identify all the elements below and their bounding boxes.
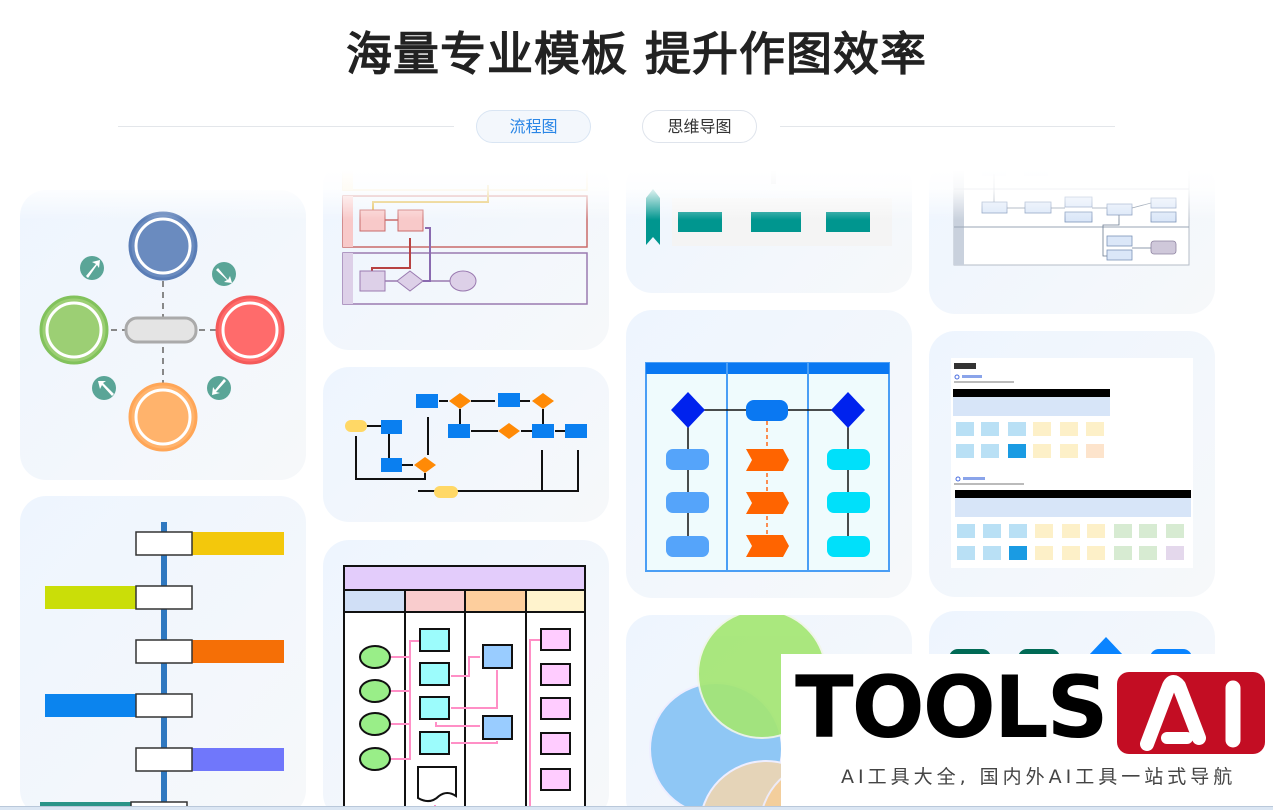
template-category-tabs: 流程图 思维导图: [0, 110, 1273, 144]
page-title: 海量专业模板 提升作图效率: [345, 27, 927, 81]
template-card-user-persona[interactable]: [929, 331, 1215, 597]
tab-flowchart[interactable]: 流程图: [476, 110, 591, 143]
cross-functional-thumbnail: [343, 565, 586, 810]
divider-left: [118, 126, 454, 127]
template-card-swimlane-colored[interactable]: [323, 170, 609, 350]
template-card-accounting-swimlane[interactable]: [929, 170, 1215, 314]
template-card-cycle-diagram[interactable]: [20, 190, 306, 480]
template-card-timeline[interactable]: [20, 496, 306, 810]
teal-steps-thumbnail: [646, 170, 892, 246]
process-flow-thumbnail: [345, 393, 587, 498]
user-persona-thumbnail: [951, 358, 1193, 568]
watermark-tagline: AI工具大全, 国内外AI工具一站式导航: [841, 766, 1237, 788]
divider-right: [780, 126, 1115, 127]
watermark-brand: TOOLS: [795, 658, 1109, 758]
ai-badge-icon: [1117, 672, 1265, 754]
accounting-swimlane-thumbnail: [953, 170, 1190, 266]
template-card-process-flow[interactable]: [323, 367, 609, 522]
horizontal-scrollbar[interactable]: [0, 806, 1273, 810]
tools-ai-watermark: TOOLS AI工具大全, 国内外AI工具一站式导航: [781, 654, 1273, 806]
timeline-thumbnail: [40, 522, 284, 810]
template-card-three-lane[interactable]: [626, 310, 912, 598]
tab-mindmap[interactable]: 思维导图: [642, 110, 757, 143]
template-card-teal-steps[interactable]: [626, 170, 912, 293]
swimlane-colored-thumbnail: [342, 170, 588, 305]
three-lane-thumbnail: [645, 362, 890, 572]
template-card-cross-functional[interactable]: [323, 540, 609, 810]
cycle-diagram-thumbnail: [39, 211, 285, 452]
